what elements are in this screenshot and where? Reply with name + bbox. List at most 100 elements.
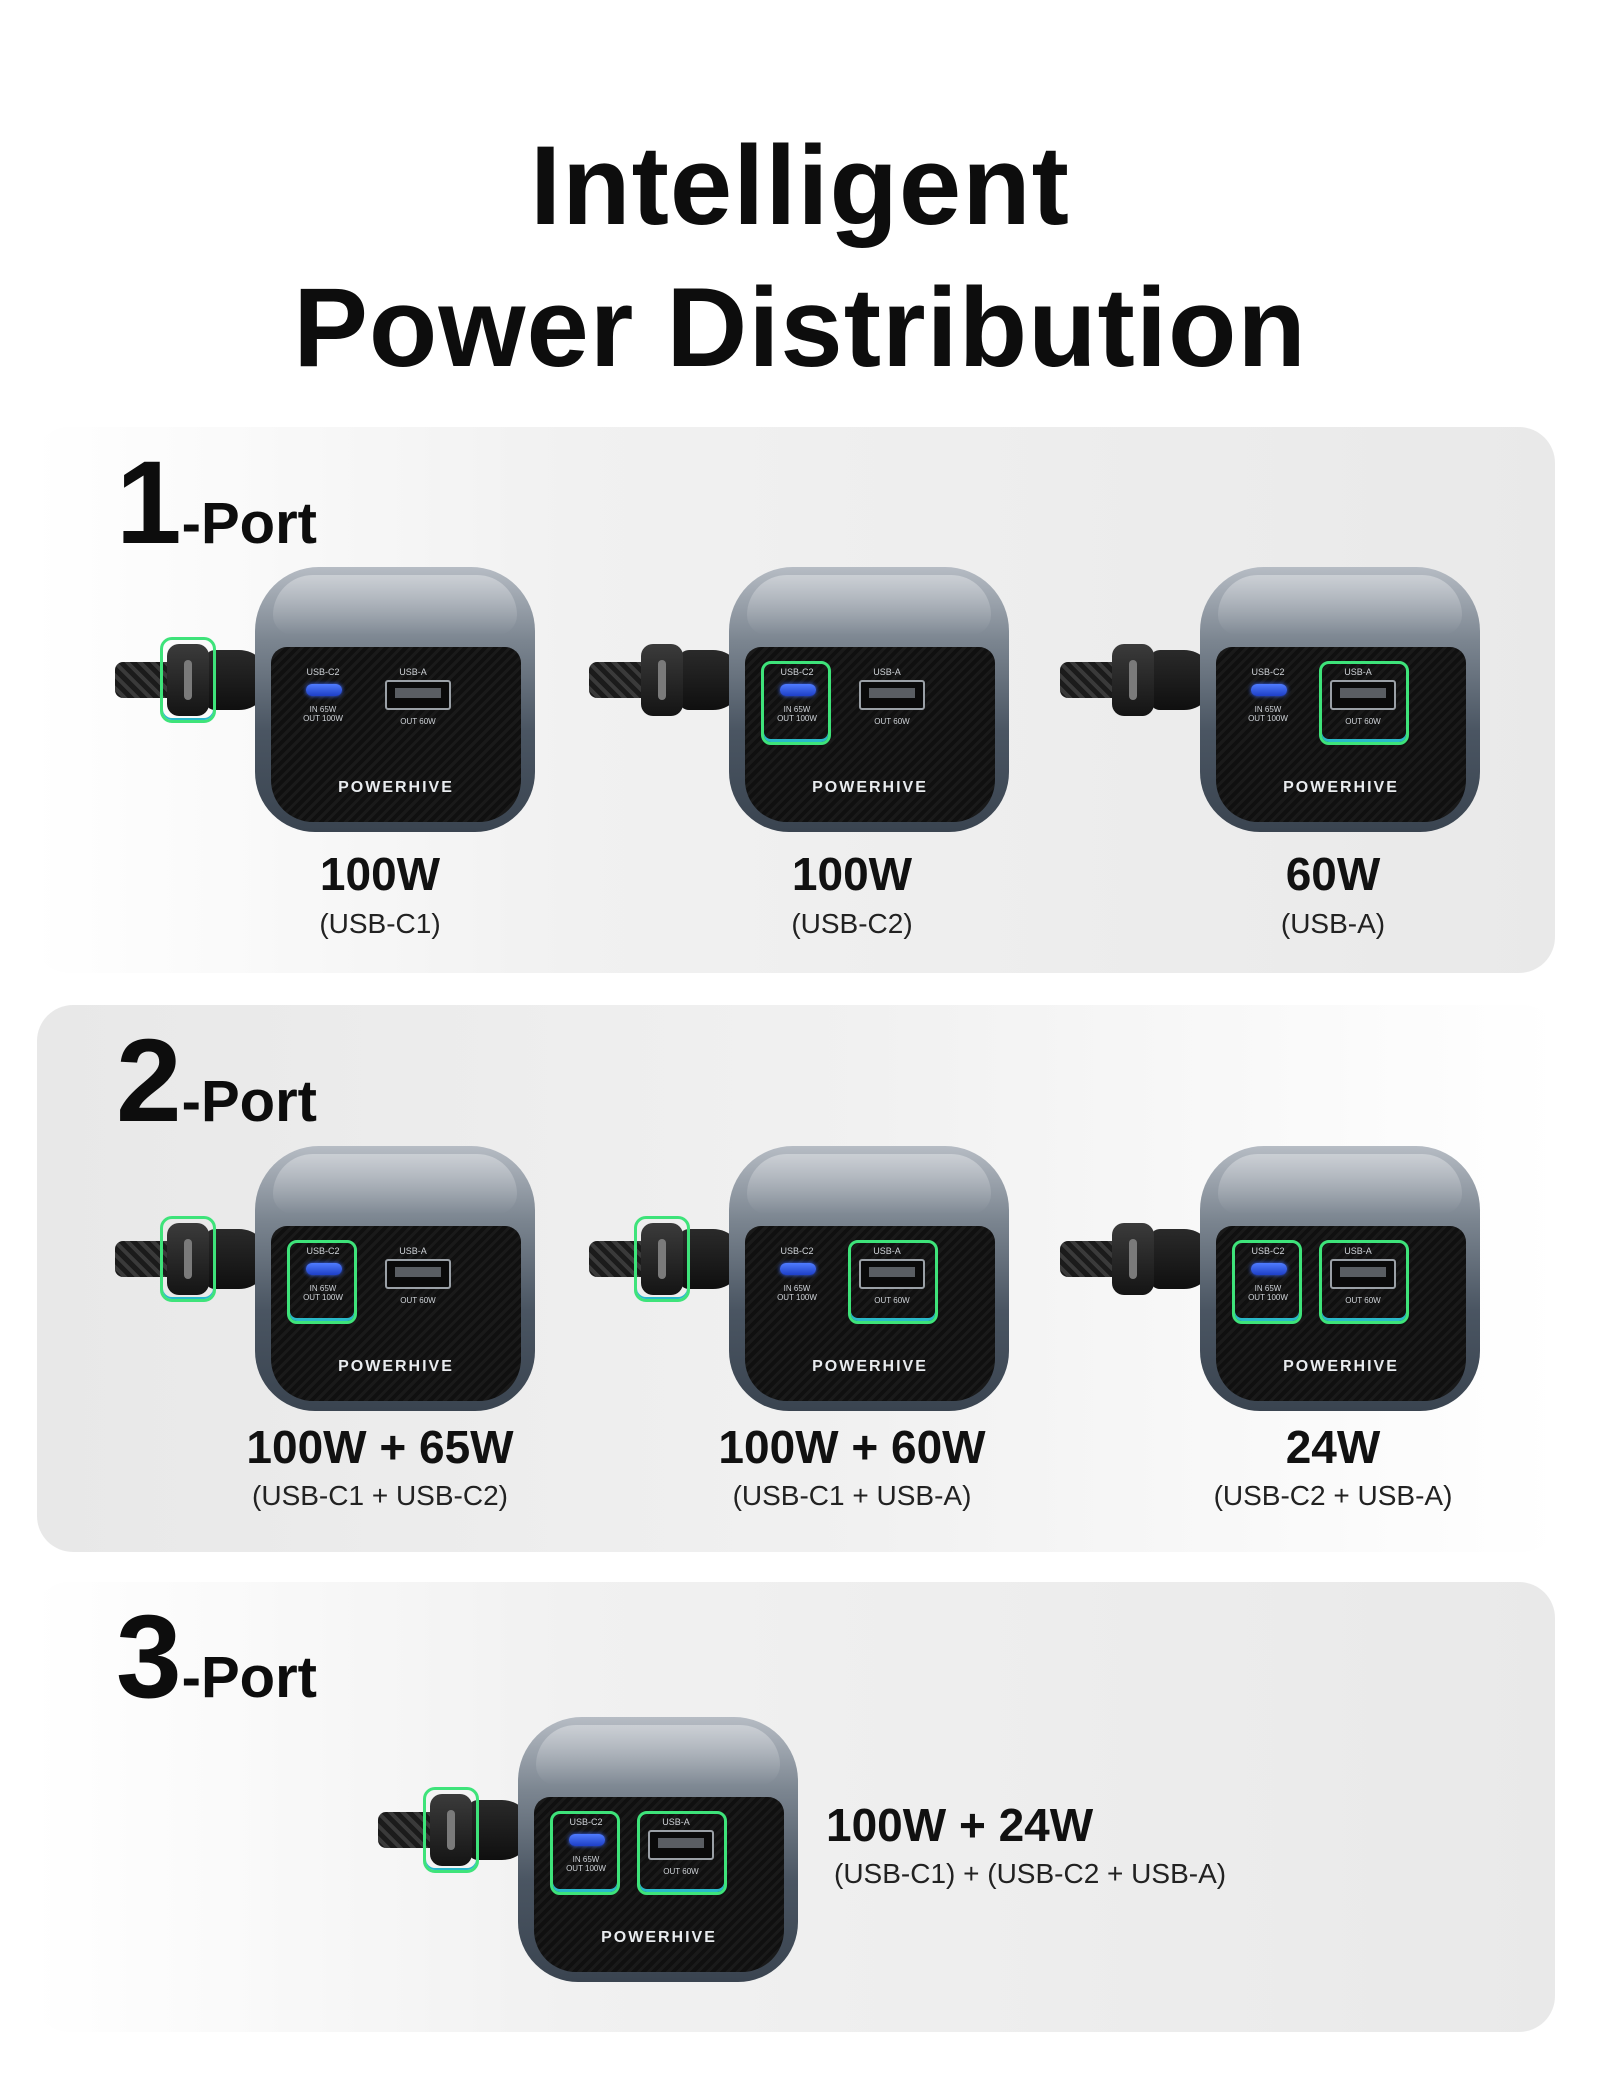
port-label: (USB-C2 + USB-A) (1213, 1480, 1453, 1511)
usb-c2-highlight (1232, 1240, 1302, 1324)
page-title-line1: Intelligent (530, 123, 1070, 248)
brand-logo: POWERHIVE (338, 779, 454, 796)
brand-logo: POWERHIVE (338, 1358, 454, 1375)
usb-a-highlight (637, 1811, 727, 1895)
usb-c1-plug-icon (641, 1223, 683, 1295)
watt-label: 24W (1285, 1421, 1381, 1473)
usb-c2-highlight (550, 1811, 620, 1895)
usb-c2-port-icon (306, 684, 342, 696)
usb-a-out-rating: OUT 60W (400, 717, 436, 726)
brand-logo: POWERHIVE (812, 779, 928, 796)
usb-a-port-icon (859, 1259, 925, 1289)
usb-a-label: USB-A (873, 1246, 901, 1256)
port-label: (USB-C2) (791, 908, 913, 939)
heading-label: -Port (181, 491, 317, 556)
usb-c1-plug-icon (641, 644, 683, 716)
usb-c2-highlight (287, 1240, 357, 1324)
port-label: (USB-C1) + (USB-C2 + USB-A) (834, 1858, 1227, 1889)
usb-c1-plug-icon (167, 644, 209, 716)
usb-c2-in-rating: IN 65W (572, 1855, 600, 1864)
usb-c1-highlight (634, 1216, 690, 1302)
usb-c2-in-rating: IN 65W (1254, 705, 1282, 714)
usb-a-label: USB-A (873, 667, 901, 677)
usb-c2-in-rating: IN 65W (783, 1284, 811, 1293)
heading-number: 2 (116, 1015, 182, 1147)
usb-c2-port-icon (1251, 684, 1287, 696)
usb-c2-label: USB-C2 (1251, 667, 1285, 677)
usb-c2-out-rating: OUT 100W (303, 1293, 343, 1302)
usb-a-out-rating: OUT 60W (663, 1867, 699, 1876)
usb-c2-out-rating: OUT 100W (777, 714, 817, 723)
port-label: (USB-A) (1280, 908, 1386, 939)
watt-label: 60W (1285, 848, 1381, 900)
port-label: (USB-C1 + USB-C2) (252, 1480, 508, 1511)
usb-a-out-rating: OUT 60W (400, 1296, 436, 1305)
usb-c2-label: USB-C2 (1251, 1246, 1285, 1256)
heading-label: -Port (181, 1069, 317, 1134)
usb-c2-port-icon (780, 684, 816, 696)
page-title-line2: Power Distribution (293, 265, 1307, 390)
usb-a-port-icon (385, 680, 451, 710)
usb-c2-in-rating: IN 65W (309, 1284, 337, 1293)
charger-port-panel (534, 1797, 784, 1972)
usb-a-out-rating: OUT 60W (874, 1296, 910, 1305)
watt-label: 100W (319, 848, 441, 900)
brand-logo: POWERHIVE (1283, 779, 1399, 796)
usb-a-label: USB-A (399, 667, 427, 677)
usb-c1-plug-icon (1112, 1223, 1154, 1295)
charger-port-panel (1216, 1226, 1466, 1401)
usb-c1-plug-icon (167, 1223, 209, 1295)
usb-c1-highlight (423, 1787, 479, 1873)
usb-a-label: USB-A (662, 1817, 690, 1827)
usb-c2-label: USB-C2 (780, 1246, 814, 1256)
brand-logo: POWERHIVE (601, 1929, 717, 1946)
usb-a-port-icon (859, 680, 925, 710)
one-port-heading: 1-Port (116, 444, 317, 562)
usb-c1-highlight (160, 1216, 216, 1302)
usb-a-port-icon (648, 1830, 714, 1860)
usb-a-port-icon (1330, 680, 1396, 710)
usb-a-highlight (1319, 661, 1409, 745)
brand-logo: POWERHIVE (1283, 1358, 1399, 1375)
usb-a-out-rating: OUT 60W (1345, 1296, 1381, 1305)
watt-label: 100W (791, 848, 913, 900)
usb-c2-port-icon (780, 1263, 816, 1275)
usb-c2-out-rating: OUT 100W (566, 1864, 606, 1873)
usb-c1-plug-icon (1112, 644, 1154, 716)
usb-c2-port-icon (1251, 1263, 1287, 1275)
usb-c2-label: USB-C2 (569, 1817, 603, 1827)
usb-c2-port-icon (569, 1834, 605, 1846)
heading-label: -Port (181, 1645, 317, 1710)
usb-c2-label: USB-C2 (780, 667, 814, 677)
usb-a-out-rating: OUT 60W (874, 717, 910, 726)
usb-a-out-rating: OUT 60W (1345, 717, 1381, 726)
usb-c2-label: USB-C2 (306, 1246, 340, 1256)
usb-a-port-icon (1330, 1259, 1396, 1289)
usb-c1-highlight (160, 637, 216, 723)
watt-label: 100W + 24W (826, 1799, 1094, 1851)
usb-c2-out-rating: OUT 100W (1248, 714, 1288, 723)
usb-a-label: USB-A (399, 1246, 427, 1256)
usb-c2-in-rating: IN 65W (1254, 1284, 1282, 1293)
usb-a-label: USB-A (1344, 1246, 1372, 1256)
port-label: (USB-C1) (319, 908, 441, 939)
usb-c2-in-rating: IN 65W (783, 705, 811, 714)
usb-c2-in-rating: IN 65W (309, 705, 337, 714)
heading-number: 1 (116, 437, 182, 569)
usb-c2-out-rating: OUT 100W (777, 1293, 817, 1302)
charger-port-panel (271, 647, 521, 822)
usb-c2-highlight (761, 661, 831, 745)
usb-c2-label: USB-C2 (306, 667, 340, 677)
charger-port-panel (271, 1226, 521, 1401)
usb-c2-port-icon (306, 1263, 342, 1275)
